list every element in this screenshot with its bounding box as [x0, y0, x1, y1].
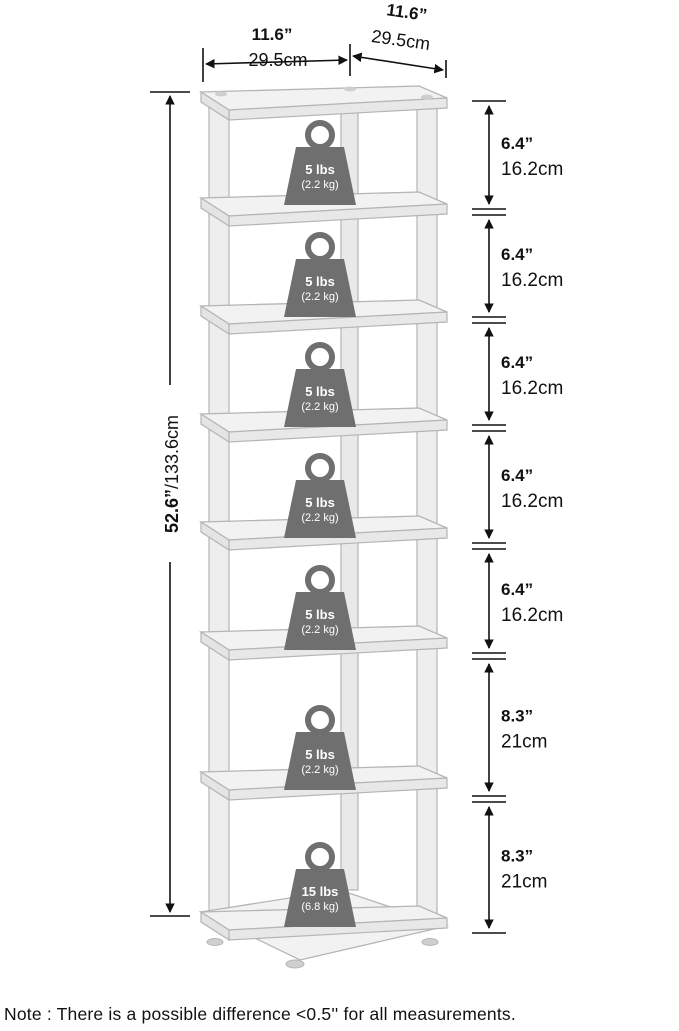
front-left-post: [208, 429, 230, 529]
spacing-inches: 6.4”: [501, 245, 533, 264]
shelf-spacings: 6.4” 16.2cm 6.4” 16.2cm 6.4” 16.2cm 6.4” 16.2cm…: [472, 100, 563, 934]
spacing-cm: 16.2cm: [501, 159, 563, 180]
spacing-inches: 6.4”: [501, 466, 533, 485]
weight-badges: 5 lbs(2.2 kg)5 lbs(2.2 kg)5 lbs(2.2 kg)5…: [284, 120, 356, 927]
front-right-post: [416, 647, 438, 779]
weight-icon: [284, 732, 356, 790]
front-right-post: [416, 537, 438, 639]
weight-badge: 5 lbs (2.2 kg): [284, 232, 356, 317]
spacing-cm: 16.2cm: [501, 378, 563, 399]
weight-icon: [284, 592, 356, 650]
shelf-edge: [228, 527, 448, 551]
width-inches: 11.6”: [252, 25, 293, 44]
weight-ring-icon: [305, 342, 335, 372]
weight-ring-icon: [305, 705, 335, 735]
spacing-cm: 21cm: [501, 732, 547, 753]
front-right-post: [416, 429, 438, 529]
height-cm: /133.6cm: [162, 415, 182, 489]
weight-badge: 5 lbs (2.2 kg): [284, 453, 356, 538]
weight-lbs: 15 lbs: [302, 884, 339, 899]
post-cap: [215, 91, 227, 97]
weight-badge: 5 lbs (2.2 kg): [284, 342, 356, 427]
height-label: 52.6”/133.6cm: [162, 415, 182, 533]
weight-lbs: 5 lbs: [305, 274, 335, 289]
weight-kg: (2.2 kg): [301, 291, 338, 303]
spacing-cm: 16.2cm: [501, 605, 563, 626]
front-left-post: [208, 213, 230, 313]
front-left-post: [208, 647, 230, 779]
weight-ring-icon: [305, 842, 335, 872]
weight-lbs: 5 lbs: [305, 495, 335, 510]
foot: [285, 959, 305, 969]
spacing-cm: 16.2cm: [501, 491, 563, 512]
shelf-6: [198, 625, 448, 779]
weight-ring-icon: [305, 565, 335, 595]
weight-ring-icon: [305, 453, 335, 483]
depth-inches: 11.6”: [385, 0, 428, 24]
post-cap: [421, 94, 433, 100]
front-right-post: [416, 213, 438, 313]
spacing-inches: 6.4”: [501, 353, 533, 372]
weight-lbs: 5 lbs: [305, 384, 335, 399]
weight-lbs: 5 lbs: [305, 607, 335, 622]
spacing-inches: 6.4”: [501, 134, 533, 153]
weight-badge: 5 lbs (2.2 kg): [284, 565, 356, 650]
depth-cm: 29.5cm: [370, 26, 431, 54]
weight-kg: (2.2 kg): [301, 179, 338, 191]
height-inches: 52.6”: [162, 489, 182, 533]
shelf-edge: [228, 917, 448, 941]
weight-ring-icon: [305, 232, 335, 262]
foot: [421, 938, 439, 946]
shelf-edge: [228, 311, 448, 335]
front-left-post: [208, 787, 230, 919]
width-cm: 29.5cm: [248, 50, 307, 70]
weight-icon: [284, 147, 356, 205]
shelf-1: [198, 85, 448, 205]
spacing-cm: 16.2cm: [501, 270, 563, 291]
weight-kg: (6.8 kg): [301, 901, 338, 913]
front-right-post: [416, 107, 438, 205]
weight-badge: 5 lbs (2.2 kg): [284, 705, 356, 790]
post-cap: [344, 86, 356, 92]
height-dimension: 52.6”/133.6cm: [150, 91, 190, 917]
spacing-inches: 6.4”: [501, 580, 533, 599]
weight-icon: [284, 869, 356, 927]
front-left-post: [208, 321, 230, 421]
weight-kg: (2.2 kg): [301, 764, 338, 776]
weight-icon: [284, 480, 356, 538]
depth-dimension: 11.6” 29.5cm: [352, 0, 447, 78]
measurement-note: Note : There is a possible difference <0…: [4, 1004, 516, 1024]
spacing-cm: 21cm: [501, 872, 547, 893]
weight-badge: 15 lbs (6.8 kg): [284, 842, 356, 927]
weight-lbs: 5 lbs: [305, 162, 335, 177]
weight-badge: 5 lbs (2.2 kg): [284, 120, 356, 205]
front-right-post: [416, 787, 438, 919]
front-left-post: [208, 537, 230, 639]
weight-ring-icon: [305, 120, 335, 150]
spacing-inches: 8.3”: [501, 847, 533, 866]
weight-icon: [284, 369, 356, 427]
weight-kg: (2.2 kg): [301, 512, 338, 524]
spacing-inches: 8.3”: [501, 707, 533, 726]
weight-icon: [284, 259, 356, 317]
shelf-edge: [228, 97, 448, 121]
front-left-post: [208, 107, 230, 205]
shelf-edge: [228, 419, 448, 443]
weight-kg: (2.2 kg): [301, 401, 338, 413]
foot: [206, 938, 224, 946]
front-right-post: [416, 321, 438, 421]
weight-lbs: 5 lbs: [305, 747, 335, 762]
shelf-edge: [228, 203, 448, 227]
weight-kg: (2.2 kg): [301, 624, 338, 636]
width-dimension: 11.6” 29.5cm: [202, 25, 351, 82]
